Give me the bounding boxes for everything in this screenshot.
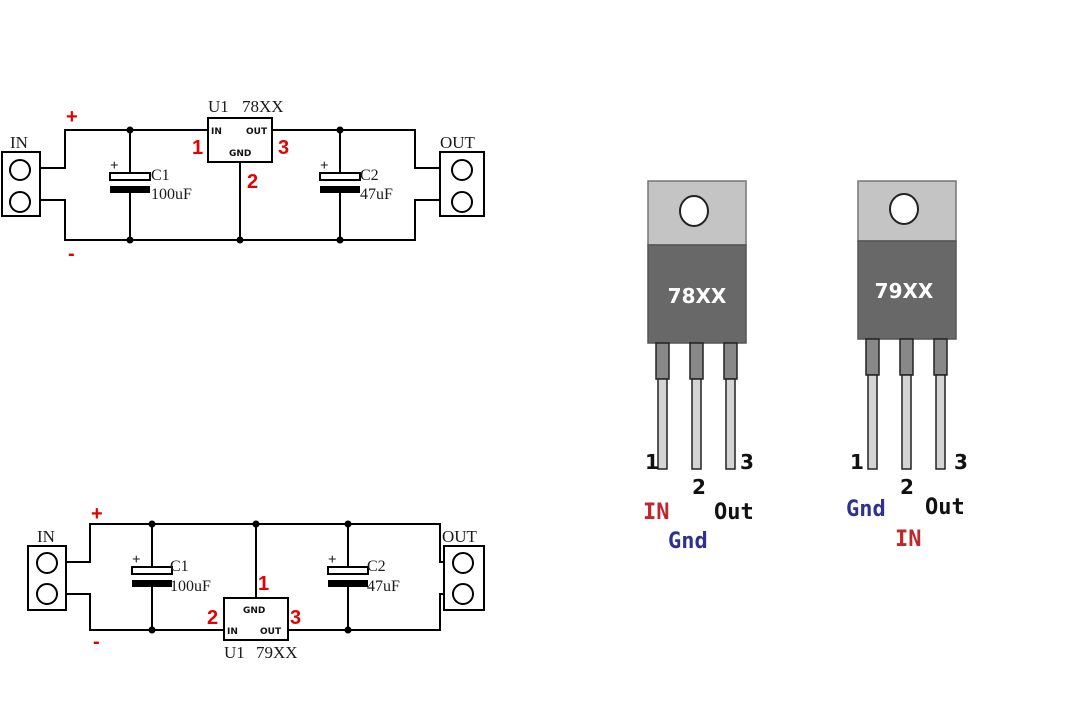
pin-2-function: Gnd (668, 529, 708, 554)
pin-lead (933, 338, 948, 470)
junction (148, 626, 156, 634)
reg-out-pin: OUT (260, 627, 282, 637)
pin-1-number: 1 (645, 450, 659, 474)
pin-2-label: 2 (247, 171, 258, 193)
output-terminal-78 (439, 151, 485, 217)
c1-name: C1 (151, 167, 170, 184)
output-label: OUT (442, 527, 478, 546)
pin-2-number: 2 (692, 475, 706, 499)
reg-gnd-pin: GND (243, 606, 265, 616)
pin-lead (899, 338, 914, 470)
c1-value: 100uF (170, 578, 211, 595)
minus-sign: - (68, 243, 75, 265)
pin-lead (689, 342, 704, 470)
pin-3-function: Out (714, 500, 754, 525)
pin-2-number: 2 (900, 475, 914, 499)
junction (126, 236, 134, 244)
regulator-ref: U1 (208, 97, 229, 116)
c2-name: C2 (360, 167, 379, 184)
reg-in-pin: IN (227, 627, 238, 637)
output-terminal-79 (443, 545, 485, 611)
package-marking: 79XX (875, 279, 934, 303)
circuit-78xx: IN OUT + - IN OUT GND U1 78XX 1 3 2 + C1… (1, 97, 485, 265)
pin-1-function: Gnd (846, 497, 886, 522)
cap-plus: + (110, 158, 119, 174)
capacitor-c2-79 (327, 566, 369, 587)
junction (236, 236, 244, 244)
regulator-part: 78XX (242, 97, 284, 116)
reg-gnd-pin: GND (229, 149, 251, 159)
pin-3-number: 3 (954, 450, 968, 474)
capacitor-c2-78 (319, 172, 361, 193)
input-label: IN (37, 527, 55, 546)
pin-lead (655, 342, 670, 470)
pin-2-function: IN (895, 527, 922, 552)
package-body (857, 240, 957, 340)
junction (336, 126, 344, 134)
wire-bottom-79 (66, 593, 444, 631)
package-78xx: 78XX 1 2 3 IN Gnd Out (643, 180, 754, 554)
pin-lead (723, 342, 738, 470)
plus-sign: + (66, 106, 78, 128)
wire-top-79 (66, 523, 444, 563)
circuit-79xx: IN OUT + - GND IN OUT U1 79XX 1 2 3 + C1… (27, 503, 485, 662)
input-terminal-79 (27, 545, 67, 611)
package-marking: 78XX (668, 284, 727, 308)
c1-name: C1 (170, 558, 189, 575)
cap-plus: + (328, 552, 337, 568)
output-label: OUT (440, 133, 476, 152)
pin-3-label: 3 (290, 607, 301, 629)
c2-value: 47uF (360, 186, 393, 203)
pin-1-label: 1 (192, 137, 203, 159)
capacitor-c1-79 (131, 566, 173, 587)
junction (148, 520, 156, 528)
reg-in-pin: IN (211, 127, 222, 137)
junction (336, 236, 344, 244)
regulator-79xx (223, 597, 289, 641)
package-79xx: 79XX 1 2 3 Gnd IN Out (846, 180, 968, 552)
input-terminal-78 (1, 151, 41, 217)
input-label: IN (10, 133, 28, 152)
cap-plus: + (320, 158, 329, 174)
capacitor-c1-78 (109, 172, 151, 193)
junction (344, 626, 352, 634)
c2-name: C2 (367, 558, 386, 575)
reg-out-pin: OUT (246, 127, 268, 137)
c1-value: 100uF (151, 186, 192, 203)
minus-sign: - (93, 631, 100, 653)
pin-1-label: 1 (258, 573, 269, 595)
regulator-ref: U1 (224, 643, 245, 662)
regulator-part: 79XX (256, 643, 298, 662)
pin-1-number: 1 (850, 450, 864, 474)
junction (126, 126, 134, 134)
mounting-hole (679, 195, 709, 227)
plus-sign: + (91, 503, 103, 525)
regulator-78xx (207, 117, 273, 163)
junction (344, 520, 352, 528)
pin-3-function: Out (925, 495, 965, 520)
mounting-hole (889, 193, 919, 225)
junction (252, 520, 260, 528)
pin-1-function: IN (643, 500, 670, 525)
pin-2-label: 2 (207, 607, 218, 629)
pin-3-label: 3 (278, 137, 289, 159)
c2-value: 47uF (367, 578, 400, 595)
pin-3-number: 3 (740, 450, 754, 474)
pin-lead (865, 338, 880, 470)
cap-plus: + (132, 552, 141, 568)
